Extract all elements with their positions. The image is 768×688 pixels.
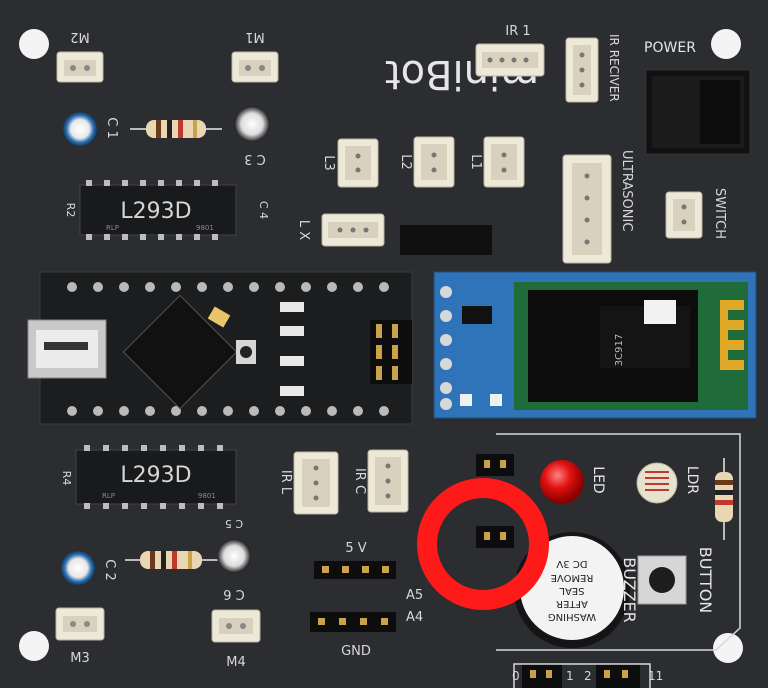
label-led: LED [590, 466, 606, 493]
push-button [637, 555, 687, 605]
connector-l1 [483, 136, 525, 188]
label-l2: L2 [398, 154, 413, 170]
label-m4: M4 [226, 655, 246, 670]
label-c2: C 2 [102, 559, 117, 580]
svg-text:REMOVE: REMOVE [551, 572, 594, 583]
svg-text:SEAL: SEAL [559, 585, 585, 596]
capacitor-c1 [63, 112, 97, 146]
label-irl: IR L [278, 470, 293, 495]
ic-l293d-top [79, 180, 237, 240]
label-a4: A4 [406, 610, 423, 625]
connector-switch [665, 191, 703, 239]
pin-0: 0 [512, 669, 520, 683]
connector-irc [367, 449, 409, 513]
ic-code-bottom: 9801 [198, 492, 216, 500]
sensor-area-outline [496, 433, 741, 651]
resistor-ldr [715, 458, 733, 540]
label-ldr: LDR [684, 466, 700, 495]
pin-2: 2 [584, 669, 592, 683]
label-m2: M2 [70, 29, 90, 44]
label-ultrasonic: ULTRASONIC [619, 150, 634, 231]
header-5v [314, 561, 396, 579]
label-c1: C 1 [104, 117, 119, 138]
capacitor-c6 [217, 539, 251, 573]
header-gnd [310, 612, 396, 632]
ic-code-top: 9801 [196, 224, 214, 232]
resistor-r3 [125, 551, 220, 569]
mounting-hole-br [713, 633, 743, 663]
arduino-nano [27, 271, 413, 425]
label-m1: M1 [245, 29, 265, 44]
bluetooth-module [433, 271, 757, 419]
label-c3: C 3 [244, 151, 265, 166]
bottom-pin-headers [513, 663, 651, 688]
bt-chip-label: 3C917 [614, 334, 625, 366]
label-power: POWER [644, 40, 696, 56]
label-a5: A5 [406, 588, 423, 603]
connector-m1 [231, 51, 279, 83]
connector-m4 [211, 609, 261, 643]
ldr-sensor [636, 462, 678, 504]
connector-ir-receiver [565, 37, 599, 103]
jumper-headers [476, 454, 514, 548]
power-jack [645, 69, 751, 155]
connector-ir1 [475, 43, 545, 77]
connector-m2 [56, 51, 104, 83]
connector-l3 [337, 138, 379, 188]
label-buzzer: BUZZER [620, 557, 639, 623]
label-c6: C 6 [223, 586, 244, 601]
pin-1: 1 [566, 669, 574, 683]
label-switch: SWITCH [712, 188, 727, 239]
resistor-r1 [130, 120, 222, 138]
connector-l2 [413, 136, 455, 188]
svg-text:AFTER: AFTER [556, 598, 588, 609]
black-component [400, 225, 492, 255]
capacitor-c3 [234, 106, 270, 142]
highlight-annotation-circle [417, 478, 549, 610]
label-5v: 5 V [345, 541, 366, 556]
ic-marking-bottom: RLP [102, 492, 115, 500]
label-l3: L3 [321, 155, 336, 171]
label-c4: C 4 [257, 201, 270, 219]
connector-lx [321, 213, 385, 247]
label-lx: L X [296, 220, 311, 240]
connector-irl [293, 451, 339, 515]
label-ir-receiver: IR RECIVER [607, 34, 621, 102]
label-m3: M3 [70, 651, 90, 666]
ic-l293d-bottom [75, 445, 237, 509]
label-irc: IR C [352, 468, 367, 494]
connector-ultrasonic [562, 154, 612, 264]
capacitor-c2 [61, 551, 95, 585]
mounting-hole-tr [711, 29, 741, 59]
ic-marking-top: RLP [106, 224, 119, 232]
ic-label-top: L293D [120, 199, 191, 224]
label-ir1: IR 1 [505, 24, 530, 39]
pin-11: 11 [648, 669, 663, 683]
label-r2: R2 [64, 203, 77, 218]
label-l1: L1 [468, 154, 483, 170]
label-button: BUTTON [696, 547, 715, 614]
svg-text:WASHING: WASHING [548, 611, 596, 622]
label-c5: C 5 [225, 517, 243, 530]
led-red [540, 460, 584, 504]
mounting-hole-bl [19, 631, 49, 661]
buzzer-sticker-text: WASHING AFTER SEAL REMOVE DC 3V [548, 558, 596, 622]
label-gnd: GND [341, 644, 371, 659]
label-r4: R4 [60, 471, 73, 486]
ic-label-bottom: L293D [120, 463, 191, 488]
mounting-hole-tl [19, 29, 49, 59]
connector-m3 [55, 607, 105, 641]
svg-text:DC 3V: DC 3V [556, 558, 587, 569]
